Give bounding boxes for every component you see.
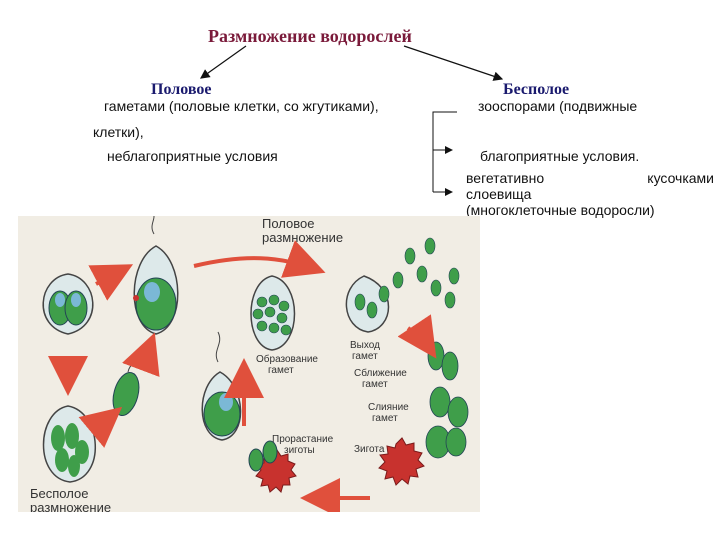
bracket-line: [432, 111, 457, 192]
cell-two-spores: [42, 273, 94, 335]
label-germination-2: зиготы: [284, 445, 315, 456]
cell-gamete-formation: [250, 275, 296, 351]
sexual-heading: Половое: [151, 81, 212, 98]
vegetative-word: вегетативно: [466, 170, 545, 186]
label-zygote: Зигота: [354, 444, 385, 455]
vegetative-text-block: вегетативно кусочками слоевища (многокле…: [466, 170, 714, 218]
label-gamete-formation-1: Образование: [256, 353, 318, 365]
cell-gamete-release: [345, 237, 460, 333]
asexual-heading: Бесполое: [503, 81, 570, 98]
asexual-zoospores-text: зооспорами (подвижные: [478, 98, 638, 114]
label-sexual: Половое размножение: [262, 216, 343, 245]
label-asexual-2: размножение: [30, 500, 111, 512]
arrow-to-sexual: [200, 45, 247, 79]
page-title: Размножение водорослей: [208, 26, 412, 46]
label-gamete-fusion-2: гамет: [372, 413, 398, 424]
label-gamete-formation: Образование гамет: [256, 353, 321, 376]
label-asexual: Бесполое размножение: [30, 486, 111, 512]
thallus-text: слоевища: [466, 186, 532, 202]
pieces-word: кусочками: [647, 170, 714, 186]
asexual-conditions-text: благоприятные условия.: [480, 148, 640, 164]
label-gamete-release-1: Выход: [350, 340, 380, 351]
germinating-zygote: [248, 440, 297, 493]
zygote-cell: [378, 437, 425, 486]
label-gamete-approach-1: Сближение: [354, 367, 407, 379]
cycle-arrows: [48, 240, 437, 512]
sexual-cells-text: клетки),: [93, 124, 144, 140]
label-gamete-release-2: гамет: [352, 351, 378, 362]
sexual-gametes-text: гаметами (половые клетки, со жгутиками),: [104, 98, 379, 114]
algae-life-cycle-figure: Половое размножение Бесполое размножение…: [18, 216, 480, 512]
label-gamete-fusion-1: Слияние: [368, 402, 409, 413]
label-gamete-release: Выход гамет: [350, 340, 383, 362]
label-sexual-1: Половое: [262, 216, 314, 231]
label-germination-1: Прорастание: [272, 434, 334, 445]
label-sexual-2: размножение: [262, 230, 343, 245]
sexual-conditions-text: неблагоприятные условия: [107, 148, 278, 164]
label-germination: Прорастание зиготы: [272, 434, 336, 456]
multicellular-text: (многоклеточные водоросли): [466, 202, 655, 218]
label-gamete-approach: Сближение гамет: [354, 367, 410, 390]
arrow-to-asexual: [403, 45, 504, 81]
label-gamete-approach-2: гамет: [362, 379, 388, 390]
label-gamete-fusion: Слияние гамет: [368, 402, 412, 424]
cell-mature: [133, 216, 179, 335]
label-asexual-1: Бесполое: [30, 486, 88, 501]
label-gamete-formation-2: гамет: [268, 365, 294, 376]
